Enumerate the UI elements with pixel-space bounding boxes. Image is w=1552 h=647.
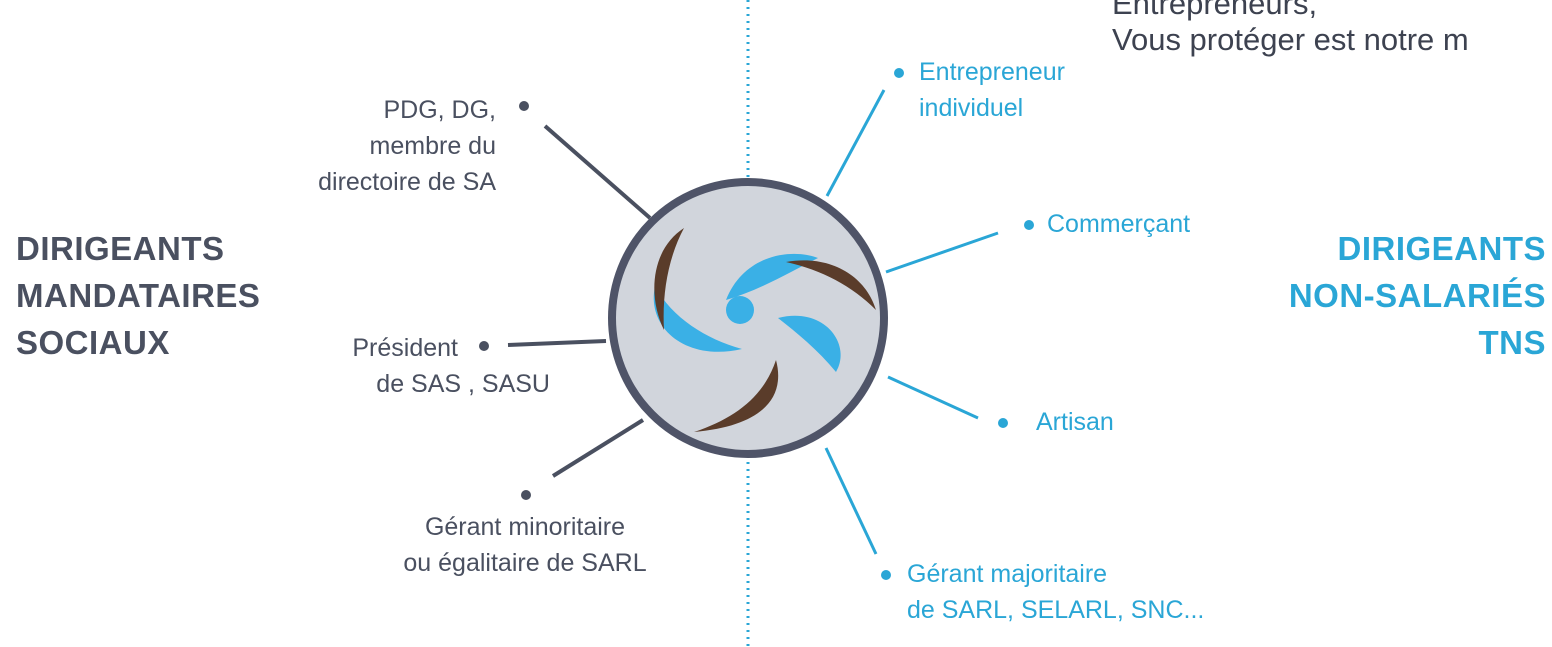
connector-commercant (885, 231, 999, 274)
right-group-line3: TNS (1478, 324, 1546, 361)
item-label: individuel (919, 94, 1024, 122)
right-item-gerant-maj: Gérant majoritaire de SARL, SELARL, SNC.… (907, 556, 1204, 628)
right-group-title: DIRIGEANTS NON-SALARIÉS TNS (1236, 225, 1546, 366)
left-item-gerant-min: Gérant minoritaire ou égalitaire de SARL (365, 509, 685, 581)
bullet-icon (1024, 220, 1034, 230)
bullet-icon (998, 418, 1008, 428)
connector-pdg (543, 124, 652, 220)
logo-swirl-icon (608, 178, 888, 458)
right-item-commercant: Commerçant (1047, 206, 1190, 242)
slogan-line2: Vous protéger est notre m (1112, 22, 1469, 57)
left-item-pdg: PDG, DG, membre du directoire de SA (250, 92, 496, 200)
bullet-icon (881, 570, 891, 580)
slogan: Entrepreneurs, Vous protéger est notre m (1112, 0, 1469, 58)
left-group-line2: MANDATAIRES (16, 277, 261, 314)
item-label: de SARL, SELARL, SNC... (907, 596, 1205, 624)
slogan-line1: Entrepreneurs, (1112, 0, 1318, 21)
left-group-line1: DIRIGEANTS (16, 230, 225, 267)
connector-gerant-maj (824, 447, 878, 555)
item-label: Gérant minoritaire (424, 513, 626, 541)
right-item-entrepreneur: Entrepreneur individuel (919, 54, 1065, 126)
bullet-icon (521, 490, 531, 500)
item-label: ou égalitaire de SARL (403, 549, 647, 577)
left-item-president: Président de SAS , SASU (300, 330, 550, 402)
right-item-artisan: Artisan (1036, 404, 1114, 440)
connector-president (507, 339, 607, 347)
item-label: Artisan (1036, 408, 1114, 436)
item-label: Président (352, 334, 458, 362)
item-label: Entrepreneur (919, 58, 1065, 86)
item-label: PDG, DG, (383, 96, 496, 124)
item-label: Gérant majoritaire (907, 560, 1108, 588)
connector-artisan (887, 375, 979, 420)
item-label: directoire de SA (318, 168, 496, 196)
bullet-icon (519, 101, 529, 111)
item-label: membre du (369, 132, 496, 160)
item-label: Commerçant (1047, 210, 1191, 238)
left-group-line3: SOCIAUX (16, 324, 170, 361)
left-group-title: DIRIGEANTS MANDATAIRES SOCIAUX (16, 225, 260, 366)
bullet-icon (894, 68, 904, 78)
connector-gerant-min (551, 418, 645, 478)
right-group-line1: DIRIGEANTS (1337, 230, 1546, 267)
bullet-icon (479, 341, 489, 351)
item-label: de SAS , SASU (376, 370, 550, 398)
connector-entrepreneur (825, 89, 886, 197)
right-group-line2: NON-SALARIÉS (1288, 277, 1546, 314)
